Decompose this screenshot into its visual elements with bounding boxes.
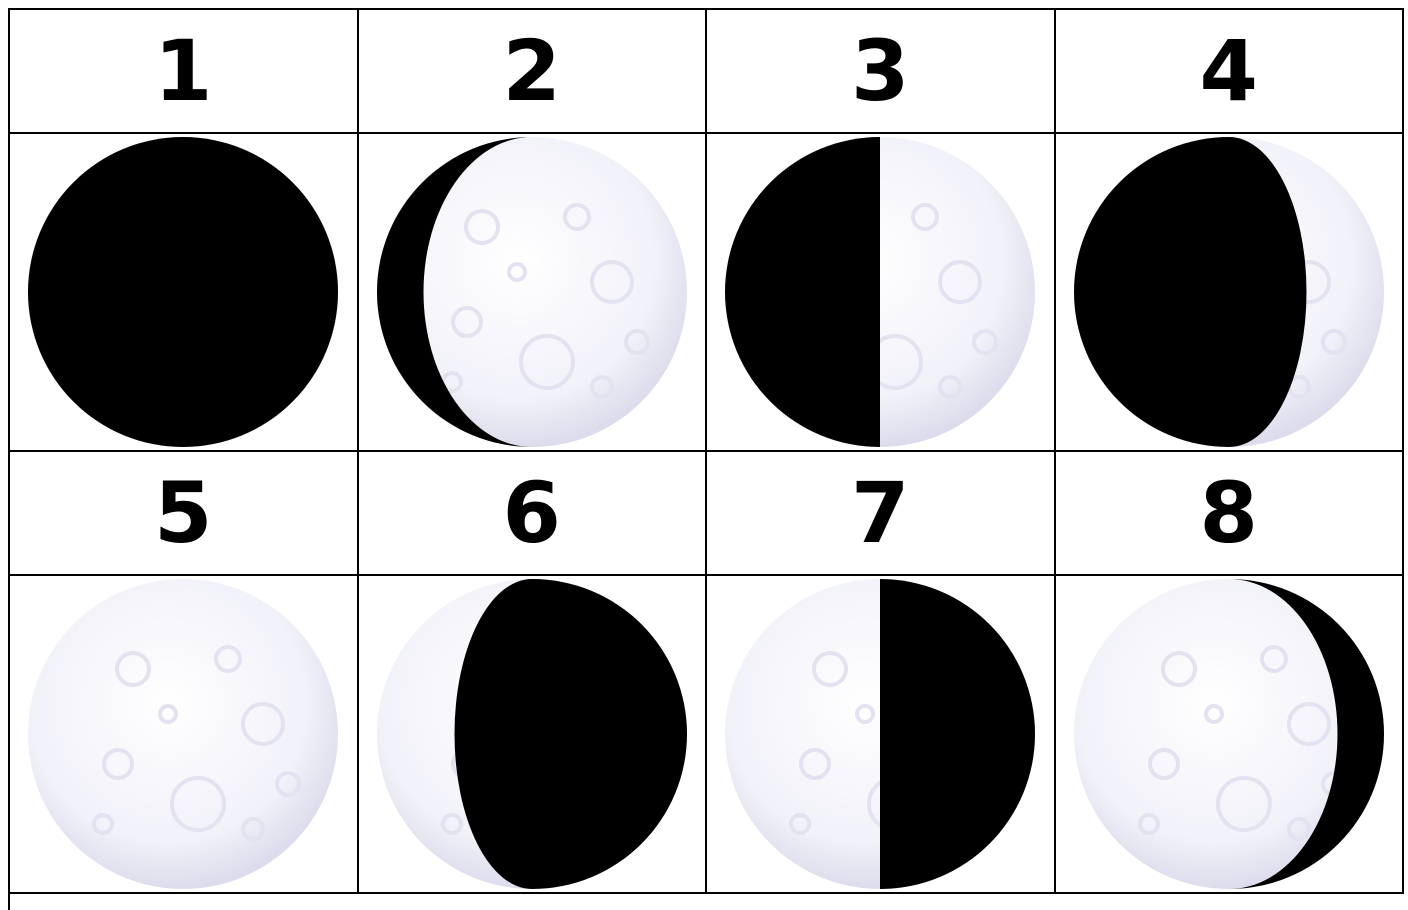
- waning-crescent-icon: [1069, 576, 1389, 894]
- moon-cell-4: [1056, 134, 1405, 452]
- first-quarter-icon: [720, 134, 1040, 452]
- last-quarter-icon: [720, 576, 1040, 894]
- moon-cell-7: [707, 576, 1056, 894]
- moon-shadow: [1074, 137, 1307, 447]
- waxing-crescent-icon: [372, 134, 692, 452]
- moon-shadow: [725, 137, 880, 447]
- phase-label-4: 4: [1056, 10, 1405, 134]
- waxing-gibbous-icon: [1069, 134, 1389, 452]
- moon-cell-3: [707, 134, 1056, 452]
- phase-label-3: 3: [707, 10, 1056, 134]
- phase-label-5: 5: [10, 452, 359, 576]
- new-moon-icon: [23, 134, 343, 452]
- phase-label-7: 7: [707, 452, 1056, 576]
- phase-label-6: 6: [359, 452, 708, 576]
- moon-phase-grid: 1 2 3 4 5 6 7 8: [8, 8, 1404, 910]
- waning-gibbous-icon: [372, 576, 692, 894]
- moon-shadow: [454, 579, 687, 889]
- moon-shadow: [28, 137, 338, 447]
- phase-label-8: 8: [1056, 452, 1405, 576]
- moon-cell-2: [359, 134, 708, 452]
- moon-cell-6: [359, 576, 708, 894]
- moon-lit-surface: [28, 579, 338, 889]
- moon-cell-8: [1056, 576, 1405, 894]
- phase-label-1: 1: [10, 10, 359, 134]
- phase-label-2: 2: [359, 10, 708, 134]
- moon-cell-1: [10, 134, 359, 452]
- full-moon-icon: [23, 576, 343, 894]
- moon-shadow: [880, 579, 1035, 889]
- moon-cell-5: [10, 576, 359, 894]
